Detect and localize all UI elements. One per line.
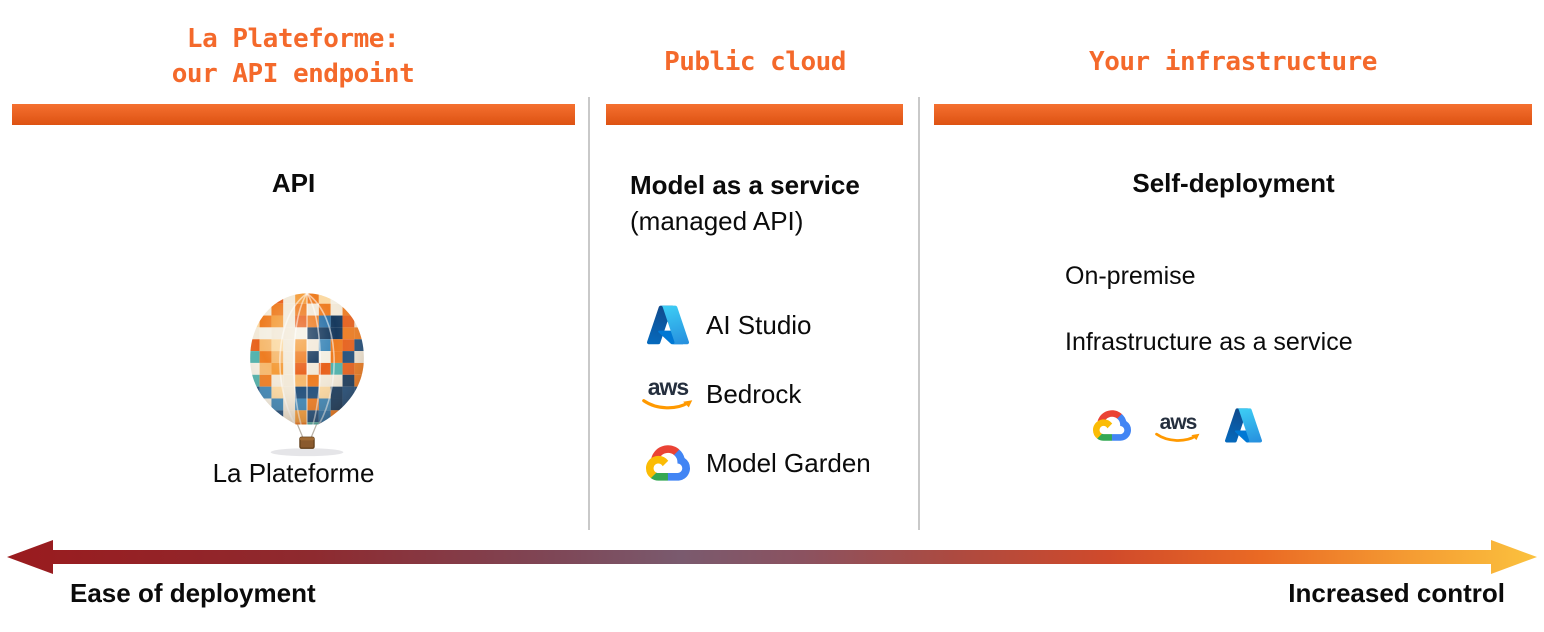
cloud-service-item: aws Bedrock [642,372,802,416]
orange-bar-public-cloud [606,104,903,125]
orange-bar-la-plateforme [12,104,575,125]
self-deployment-title: Self-deployment [1132,168,1335,198]
increased-control-label: Increased control [1288,578,1505,608]
balloon-shadow [270,448,344,457]
on-premise-option: On-premise [1065,262,1196,290]
column-header-your-infrastructure: Your infrastructure [1089,47,1377,77]
hot-air-balloon-illustration [250,293,364,457]
provider-icons-row: aws [1092,402,1263,454]
column-divider [918,97,920,530]
managed-api-subtitle: (managed API) [630,206,804,236]
aws-icon: aws [642,372,693,416]
iaas-option: Infrastructure as a service [1065,328,1353,356]
cloud-service-item: AI Studio [646,303,812,347]
service-label: Bedrock [706,378,802,409]
model-as-a-service-title: Model as a service [630,170,860,200]
service-label: AI Studio [706,309,812,340]
column-header-la-plateforme: La Plateforme: our API endpoint [171,22,415,92]
deployment-control-axis-arrow [7,540,1537,574]
header-line-1: La Plateforme: [186,24,400,54]
header-line-2: our API endpoint [171,59,415,89]
aws-icon: aws [1155,412,1201,444]
orange-bar-your-infrastructure [934,104,1532,125]
la-plateforme-caption: La Plateforme [212,458,375,488]
column-header-public-cloud: Public cloud [664,47,846,77]
google-cloud-icon [646,441,690,485]
ease-of-deployment-label: Ease of deployment [70,578,316,608]
google-cloud-icon [1092,410,1131,446]
cloud-service-item: Model Garden [646,441,871,485]
azure-icon [1224,408,1263,448]
azure-icon [646,303,690,347]
api-title: API [271,168,316,198]
column-divider [588,97,590,530]
service-label: Model Garden [706,447,871,478]
